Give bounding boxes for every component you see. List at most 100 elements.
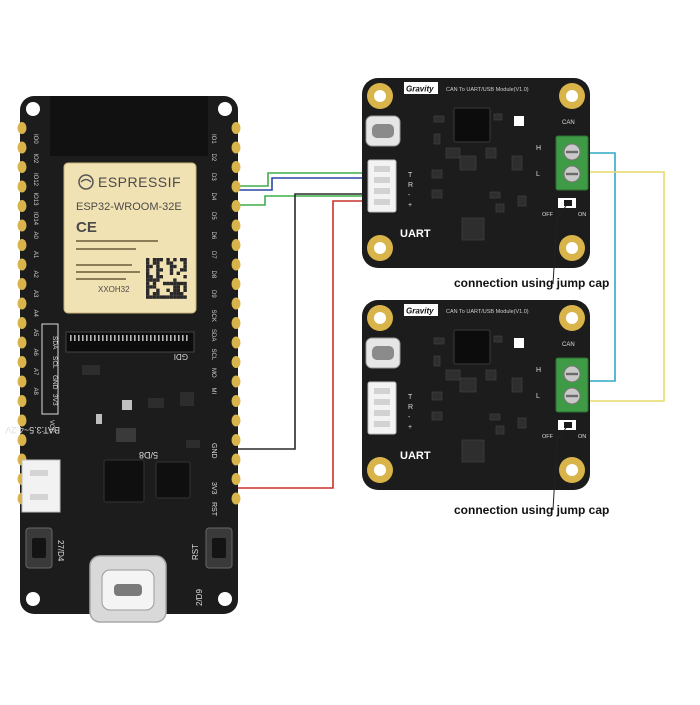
pin-pad: [231, 317, 241, 329]
side-label-gnd: GND: [51, 375, 58, 390]
pin-pad: [231, 141, 241, 154]
fpc-pin: [146, 335, 148, 341]
pin-pad: [17, 161, 27, 173]
pin-pad: [231, 453, 241, 466]
right-pin-label: D5: [210, 212, 216, 220]
pin-pad: [231, 239, 241, 251]
component: [459, 155, 477, 171]
component: [461, 217, 485, 241]
left-pin-label: A6: [32, 349, 38, 357]
right-pin-pads: [231, 122, 241, 505]
uart-connector-pin: [374, 177, 390, 183]
component: [489, 191, 501, 199]
fpc-pin: [166, 335, 168, 341]
fpc-pin: [122, 335, 124, 341]
mount-hole-inner: [374, 242, 386, 254]
left-pin-label: IO2: [32, 154, 38, 164]
uart-connector-pin: [374, 399, 390, 405]
side-label-scl: SCL: [51, 356, 58, 369]
pin-pad: [17, 278, 27, 290]
mount-hole: [218, 102, 232, 116]
usb-c-port[interactable]: [89, 555, 167, 623]
screw-slot: [566, 394, 578, 398]
gravity-badge: [404, 82, 438, 94]
espressif-logo-icon: [78, 174, 94, 190]
left-pin-label: A7: [32, 368, 38, 376]
pin-pad: [17, 414, 27, 427]
uart-connector-pin: [374, 421, 390, 427]
pin-pad: [231, 395, 241, 407]
uart-pin-label: T: [408, 394, 413, 401]
ce-mark: CE: [76, 219, 97, 236]
module-usb-c-slot: [372, 124, 394, 138]
fpc-pin: [178, 335, 180, 341]
led: [514, 116, 524, 126]
uart-connector-pin: [374, 188, 390, 194]
wire-green-tx: [228, 172, 372, 187]
pin-pad: [231, 161, 241, 173]
pin-pad: [231, 414, 241, 427]
wire-blue-rx: [228, 177, 372, 191]
mount-hole-inner: [566, 90, 578, 102]
chip: [180, 392, 194, 406]
component: [433, 115, 445, 123]
mount-hole-inner: [374, 312, 386, 324]
switch-off-label: OFF: [542, 212, 554, 218]
uart-pin-label: R: [408, 404, 413, 411]
component: [485, 369, 497, 381]
pin-pad: [17, 356, 27, 368]
pin-pad: [231, 336, 241, 349]
fpc-pin: [158, 335, 160, 341]
fpc-pin: [86, 335, 88, 341]
component: [459, 377, 477, 393]
rst-pin-label: RST: [210, 502, 217, 517]
component: [489, 413, 501, 421]
mount-hole: [218, 592, 232, 606]
fpc-pin: [134, 335, 136, 341]
uart-connector-pin: [374, 410, 390, 416]
switch-off-label: OFF: [542, 434, 554, 440]
side-label-sda: SDA: [51, 336, 58, 350]
mount-hole: [26, 592, 40, 606]
fpc-pin: [106, 335, 108, 341]
pin-pad: [17, 200, 27, 212]
pin-pad: [231, 200, 241, 212]
fpc-pin: [174, 335, 176, 341]
wire-green-rx: [228, 195, 372, 206]
uart-pin-label: T: [408, 172, 413, 179]
fpc-pin: [138, 335, 140, 341]
mount-hole-inner: [566, 464, 578, 476]
left-pin-label: A2: [32, 271, 38, 279]
right-pin-label: D8: [210, 271, 216, 279]
can-l-label: L: [536, 393, 540, 400]
component: [433, 355, 441, 367]
left-pin-label: A0: [32, 232, 38, 240]
component: [431, 169, 443, 179]
wires: [228, 152, 665, 489]
wire-yellow-can-l: [590, 171, 665, 402]
can-module-pcb: [362, 78, 590, 268]
fpc-pin: [150, 335, 152, 341]
battery-connector: [21, 459, 61, 513]
right-pin-label: D9: [210, 290, 216, 298]
pin-pad: [17, 395, 27, 407]
pin-pad: [231, 278, 241, 290]
module-fine-print: [76, 240, 158, 280]
pin-pad: [231, 375, 241, 388]
mount-hole: [26, 102, 40, 116]
pin-pad: [231, 297, 241, 310]
fpc-pin: [182, 335, 184, 341]
side-label-3v3: 3V3: [51, 394, 58, 406]
pin-pad: [17, 239, 27, 251]
component: [461, 439, 485, 463]
left-pin-label: A3: [32, 290, 38, 298]
wire-red-3v3: [228, 200, 372, 489]
component: [445, 147, 461, 159]
pin-pad: [17, 219, 27, 232]
mount-hole-inner: [374, 464, 386, 476]
chip: [82, 365, 100, 375]
esp32-antenna: [50, 96, 208, 156]
gravity-badge: [404, 304, 438, 316]
pin-pad: [17, 297, 27, 310]
